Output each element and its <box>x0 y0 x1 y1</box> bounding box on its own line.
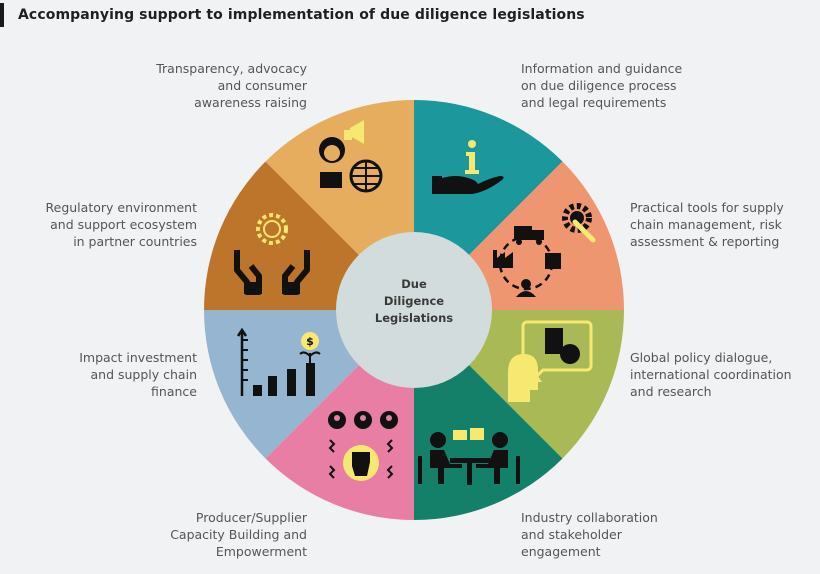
center-line-1: Due <box>401 277 427 291</box>
advocate-globe-icon <box>319 120 383 193</box>
hands-gear-icon <box>234 213 310 295</box>
title-accent-bar <box>0 3 4 27</box>
label-information-guidance: Information and guidance on due diligenc… <box>521 61 683 110</box>
label-regulatory-environment: Regulatory environment and support ecosy… <box>45 200 197 249</box>
center-line-3: Legislations <box>375 311 453 325</box>
svg-text:$: $ <box>306 335 314 348</box>
label-transparency-advocacy: Transparency, advocacy and consumer awar… <box>156 61 307 110</box>
empowerment-fist-icon <box>328 411 398 481</box>
center-hub <box>336 232 492 388</box>
center-line-2: Diligence <box>384 294 444 308</box>
title-bar: Accompanying support to implementation o… <box>0 0 585 30</box>
growth-chart-icon: $ <box>236 327 321 396</box>
dialogue-research-icon <box>508 320 593 402</box>
supply-chain-tools-icon <box>493 203 596 297</box>
label-impact-investment: Impact investment and supply chain finan… <box>79 350 197 399</box>
diagram-title: Accompanying support to implementation o… <box>18 7 585 23</box>
label-industry-collaboration: Industry collaboration and stakeholder e… <box>521 510 658 559</box>
label-practical-tools: Practical tools for supply chain managem… <box>630 200 784 249</box>
meeting-puzzle-icon <box>418 428 520 485</box>
label-global-policy: Global policy dialogue, international co… <box>630 350 792 399</box>
label-producer-capacity: Producer/Supplier Capacity Building and … <box>170 510 307 559</box>
hand-info-icon <box>432 140 504 194</box>
